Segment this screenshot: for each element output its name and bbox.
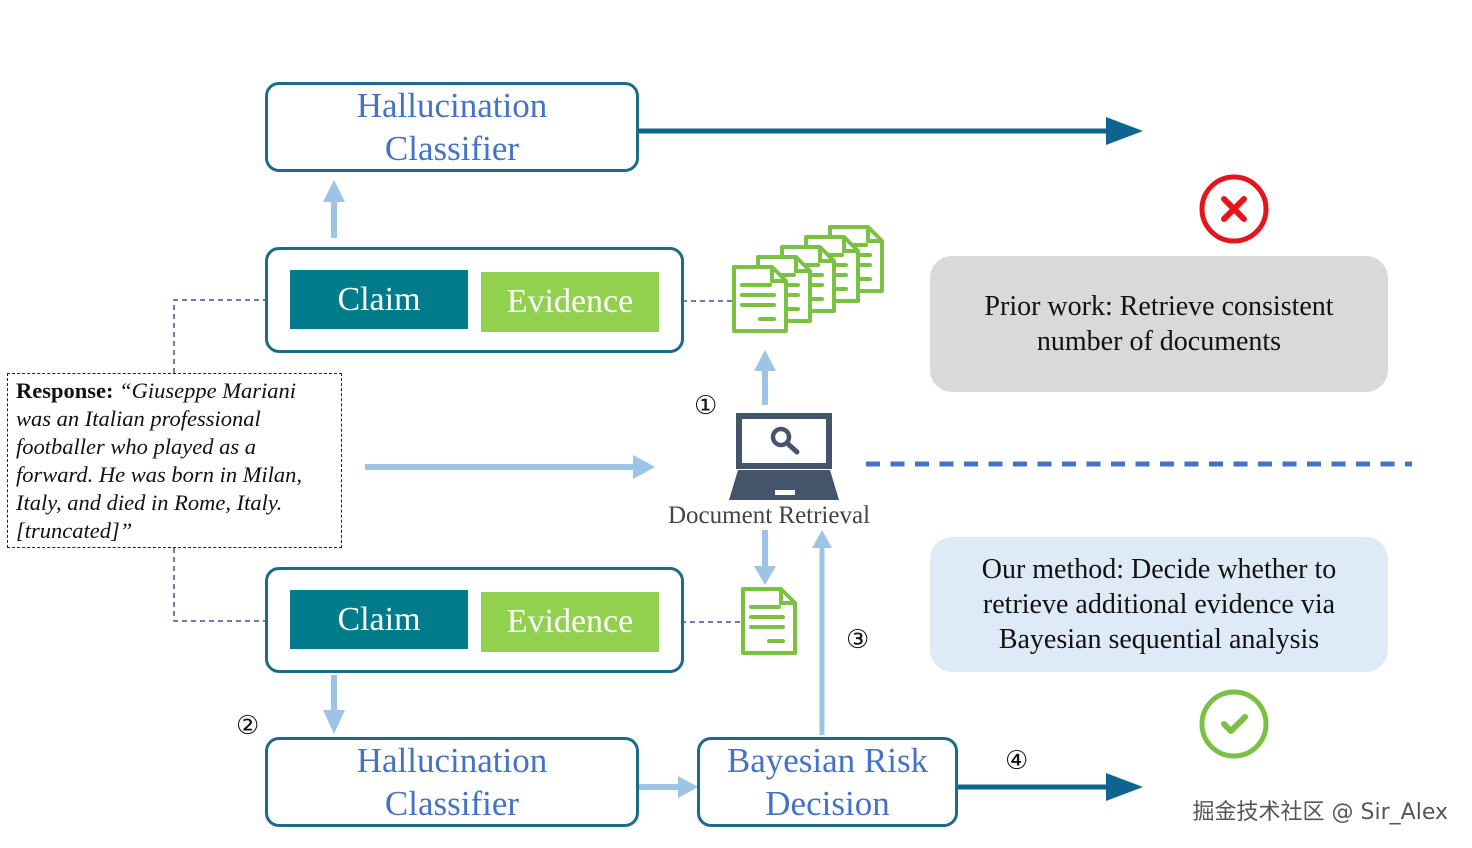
top-classifier-label: Hallucination Classifier <box>268 85 636 169</box>
document-icon <box>741 587 797 655</box>
prior-work-note: Prior work: Retrieve consistent number o… <box>930 256 1388 392</box>
retrieval-to-docs-arrow <box>754 350 776 405</box>
note-line: Prior work: Retrieve consistent <box>984 291 1334 322</box>
risk-decision-label: Bayesian Risk Decision <box>700 740 955 824</box>
response-to-top-claim-connector <box>173 296 289 373</box>
document-retrieval-label: Document Retrieval <box>668 502 871 529</box>
top-hallucination-classifier: Hallucination Classifier <box>265 82 639 172</box>
cross-icon <box>1199 174 1269 244</box>
step-2-marker: ② <box>236 711 260 741</box>
response-text: was an Italian professional <box>16 406 261 431</box>
response-prefix: Response: <box>16 378 114 403</box>
step-3-marker: ③ <box>846 625 870 655</box>
response-text: “Giuseppe Mariani <box>119 378 297 403</box>
bottom-hallucination-classifier: Hallucination Classifier <box>265 737 639 827</box>
bottom-evidence-box: Evidence <box>481 592 659 652</box>
label-line: Classifier <box>384 784 520 823</box>
response-text: footballer who played as a <box>16 434 256 459</box>
note-line: retrieve additional evidence via <box>982 589 1336 620</box>
classifier-to-risk-arrow <box>638 776 698 798</box>
top-up-arrow <box>323 180 345 238</box>
response-text: forward. He was born in Milan, <box>16 462 303 487</box>
document-icon <box>732 265 788 333</box>
bottom-output-arrow <box>957 773 1143 801</box>
bottom-claim-box: Claim <box>290 590 468 649</box>
bottom-classifier-label: Hallucination Classifier <box>268 740 636 824</box>
response-to-retrieval-arrow <box>365 455 655 479</box>
response-text: Italy, and died in Rome, Italy. <box>16 490 283 515</box>
retrieval-to-doc-arrow <box>754 530 776 585</box>
top-claim-box: Claim <box>290 270 468 329</box>
top-evidence-box: Evidence <box>481 272 659 332</box>
top-output-arrow <box>638 117 1143 145</box>
check-icon <box>1199 689 1269 759</box>
laptop-search-icon <box>729 413 839 500</box>
step-4-marker: ④ <box>1005 746 1029 776</box>
single-document-icon <box>741 587 797 655</box>
response-to-bottom-claim-connector <box>173 548 289 625</box>
our-method-note: Our method: Decide whether to retrieve a… <box>930 537 1388 672</box>
label-line: Bayesian Risk <box>726 741 929 780</box>
label-line: Hallucination <box>356 741 548 780</box>
note-line: Our method: Decide whether to <box>981 554 1337 585</box>
label-line: Hallucination <box>356 86 548 125</box>
watermark-text: 掘金技术社区 @ Sir_Alex <box>1192 800 1448 825</box>
step-1-marker: ① <box>694 391 718 421</box>
note-line: Bayesian sequential analysis <box>998 624 1320 655</box>
multiple-documents-icon <box>732 225 884 333</box>
risk-to-retrieval-arrow <box>812 530 832 735</box>
label-line: Classifier <box>384 129 520 168</box>
note-line: number of documents <box>1036 326 1282 357</box>
bayesian-risk-decision: Bayesian Risk Decision <box>697 737 958 827</box>
response-text: [truncated]” <box>16 518 133 543</box>
bottom-down-arrow <box>323 675 345 734</box>
response-box: Response: “Giuseppe Mariani was an Itali… <box>7 373 342 548</box>
label-line: Decision <box>765 784 890 823</box>
magnifier-icon <box>770 426 800 455</box>
